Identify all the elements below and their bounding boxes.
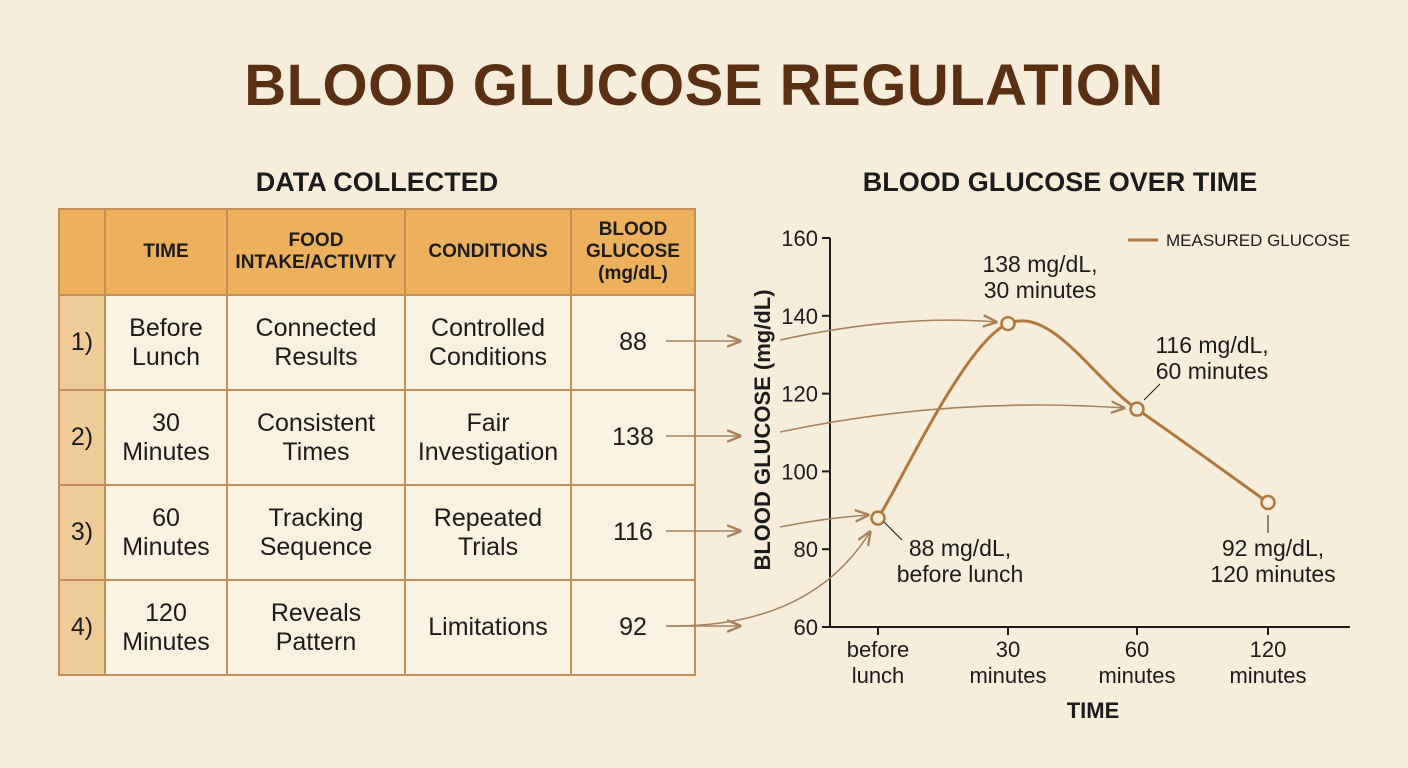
annotation-label: 88 mg/dL,before lunch: [897, 535, 1024, 587]
series-line-measured-glucose: [876, 319, 1269, 519]
data-point: [1000, 315, 1016, 332]
y-tick-label: 100: [781, 459, 818, 484]
glucose-cell: 138: [570, 389, 696, 486]
legend-label: MEASURED GLUCOSE: [1166, 231, 1350, 250]
annotation-label: 138 mg/dL,30 minutes: [982, 251, 1097, 303]
annotation-leader: [883, 521, 903, 541]
conditions-cell: Limitations: [404, 579, 572, 676]
annotation-label: 116 mg/dL,60 minutes: [1155, 332, 1268, 384]
row-number: 2): [58, 389, 106, 486]
data-point: [1260, 494, 1276, 511]
y-tick-label: 80: [794, 537, 818, 562]
connector-curve-arrow: [779, 320, 996, 341]
row-number: 1): [58, 294, 106, 391]
data-point: [870, 510, 886, 526]
page-title: BLOOD GLUCOSE REGULATION: [244, 53, 1164, 118]
y-tick-label: 140: [781, 304, 818, 329]
data-point: [1129, 401, 1145, 417]
glucose-cell: 88: [570, 294, 696, 391]
row-number: 3): [58, 484, 106, 581]
glucose-cell: 92: [570, 579, 696, 676]
header-time: TIME: [104, 208, 228, 296]
annotation-label: 92 mg/dL,120 minutes: [1210, 535, 1335, 587]
header-row-number: [58, 208, 106, 296]
connector-curve-arrow: [779, 515, 868, 528]
chart-title: BLOOD GLUCOSE OVER TIME: [862, 167, 1258, 197]
y-axis-title: BLOOD GLUCOSE (mg/dL): [750, 289, 775, 570]
row-number: 4): [58, 579, 106, 676]
y-tick-label: 60: [794, 615, 818, 640]
table-title: DATA COLLECTED: [255, 167, 499, 197]
x-axis-title: TIME: [1067, 698, 1120, 723]
y-tick-label: 160: [781, 226, 818, 251]
annotation-leader: [1143, 383, 1161, 401]
header-conditions: CONDITIONS: [404, 208, 572, 296]
y-tick-label: 120: [781, 382, 818, 407]
connector-curve-arrow: [779, 405, 1124, 433]
glucose-cell: 116: [570, 484, 696, 581]
connector-curve-arrow: [667, 532, 870, 627]
